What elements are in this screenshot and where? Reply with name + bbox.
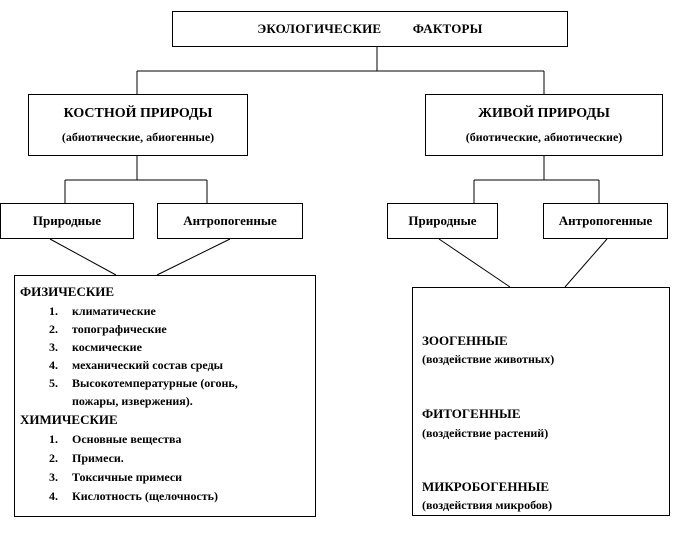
list-item-number: 4.: [49, 358, 58, 372]
list-item-number: 1.: [49, 304, 58, 318]
microbogenic-heading: МИКРОБОГЕННЫЕ: [422, 479, 550, 494]
biotic-anthropogenic-box: Антропогенные: [543, 203, 668, 239]
root-label-part1: ЭКОЛОГИЧЕСКИЕ: [257, 21, 382, 36]
phytogenic-heading: ФИТОГЕННЫЕ: [422, 406, 521, 421]
abiotic-branch-box: КОСТНОЙ ПРИРОДЫ (абиотические, абиогенны…: [28, 94, 248, 156]
list-item-text: топографические: [72, 322, 167, 336]
connector-anthropogenic-to-left-panel: [156, 238, 231, 276]
connector-natural-to-left-panel: [49, 238, 117, 276]
list-item-number: 4.: [49, 489, 58, 503]
biotic-natural-box: Природные: [387, 203, 498, 239]
list-item-number: 2.: [49, 451, 58, 465]
phytogenic-description: (воздействие растений): [422, 426, 549, 440]
list-item-number: 3.: [49, 340, 58, 354]
biotic-anthropogenic-label: Антропогенные: [558, 213, 653, 228]
biotic-branch-subtitle: (биотические, абиотические): [465, 129, 623, 144]
list-item-number: 3.: [49, 470, 58, 484]
zoogenic-heading: ЗООГЕННЫЕ: [422, 333, 508, 348]
abiotic-factors-panel: ФИЗИЧЕСКИЕ 1. климатические 2. топографиче…: [14, 275, 316, 517]
list-item-text: Кислотность (щелочность): [72, 489, 219, 503]
list-item-text: Примеси.: [72, 451, 124, 465]
microbogenic-description: (воздействия микробов): [422, 498, 553, 512]
list-item-text: космические: [72, 340, 142, 354]
abiotic-anthropogenic-box: Антропогенные: [157, 203, 303, 239]
root-label: ЭКОЛОГИЧЕСКИЕ ФАКТОРЫ: [257, 21, 482, 37]
abiotic-anthropogenic-label: Антропогенные: [183, 213, 277, 228]
connector-natural-to-right-panel: [438, 238, 511, 288]
list-item-text: пожары, извержения).: [72, 394, 193, 408]
list-item-text: Токсичные примеси: [72, 470, 183, 484]
abiotic-branch-title: КОСТНОЙ ПРИРОДЫ: [63, 105, 213, 121]
zoogenic-description: (воздействие животных): [422, 352, 555, 366]
root-label-part2: ФАКТОРЫ: [412, 21, 483, 36]
physical-heading: ФИЗИЧЕСКИЕ: [20, 284, 115, 299]
list-item-text: Высокотемпературные (огонь,: [72, 376, 238, 390]
biotic-factors-panel: ЗООГЕННЫЕ (воздействие животных) ФИТОГЕН…: [412, 287, 670, 516]
root-factor-box: ЭКОЛОГИЧЕСКИЕ ФАКТОРЫ: [172, 11, 568, 47]
abiotic-natural-box: Природные: [0, 203, 134, 239]
biotic-branch-box: ЖИВОЙ ПРИРОДЫ (биотические, абиотические…: [425, 94, 663, 156]
chemical-heading: ХИМИЧЕСКИЕ: [20, 412, 118, 427]
abiotic-branch-subtitle: (абиотические, абиогенные): [61, 129, 215, 144]
list-item-number: 5.: [49, 376, 58, 390]
biotic-branch-title: ЖИВОЙ ПРИРОДЫ: [478, 105, 610, 121]
connector-anthropogenic-to-right-panel: [564, 238, 608, 288]
list-item-number: 2.: [49, 322, 58, 336]
biotic-natural-label: Природные: [408, 213, 477, 228]
abiotic-natural-label: Природные: [32, 213, 102, 228]
list-item-number: 1.: [49, 432, 58, 446]
list-item-text: климатические: [72, 304, 156, 318]
list-item-text: Основные вещества: [72, 432, 182, 446]
list-item-text: механический состав среды: [72, 358, 224, 372]
